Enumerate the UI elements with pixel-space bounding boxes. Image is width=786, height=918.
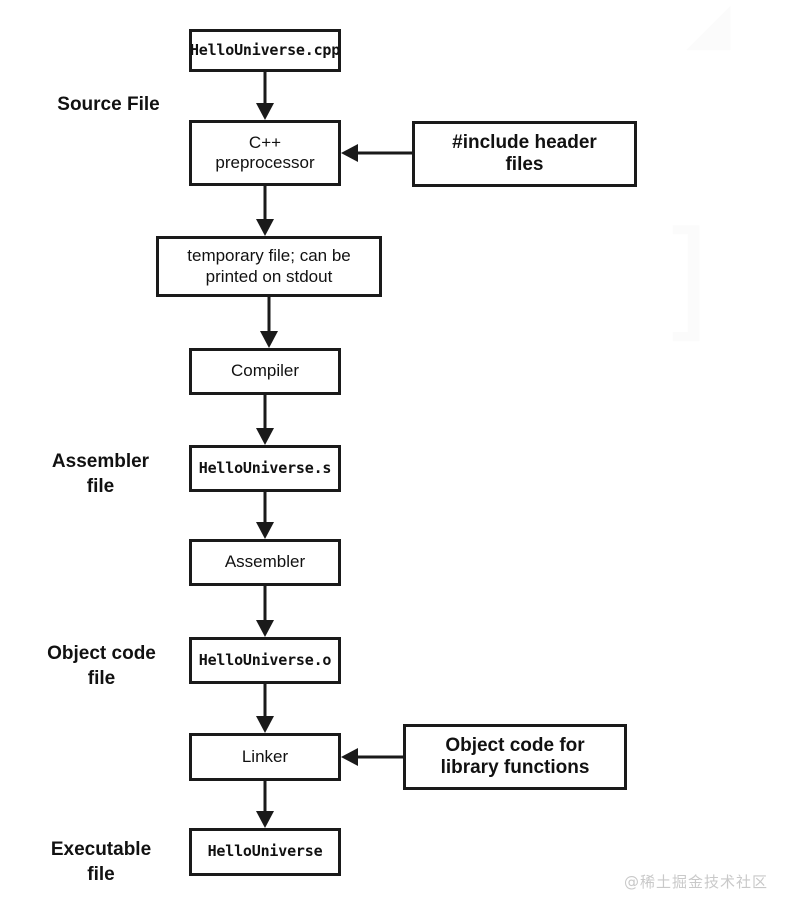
node-label: Compiler: [230, 361, 300, 381]
node-object-file[interactable]: HelloUniverse.o: [189, 637, 341, 684]
stage-label-source-file: Source File: [57, 94, 160, 115]
node-library-object-code[interactable]: Object code for library functions: [403, 724, 627, 790]
node-compiler[interactable]: Compiler: [189, 348, 341, 395]
node-label: temporary file; can be printed on stdout: [187, 246, 351, 286]
node-label: #include header files: [452, 131, 597, 175]
node-label: HelloUniverse: [207, 842, 323, 861]
node-include-header-files[interactable]: #include header files: [412, 121, 637, 187]
node-label: HelloUniverse.cpp: [189, 40, 341, 59]
node-label: Object code for library functions: [440, 734, 590, 778]
node-temporary-file[interactable]: temporary file; can be printed on stdout: [156, 236, 382, 297]
node-label: C++ preprocessor: [215, 132, 315, 172]
node-assembler[interactable]: Assembler: [189, 539, 341, 586]
node-label: HelloUniverse.s: [198, 458, 332, 477]
node-label: Assembler: [224, 552, 306, 572]
ghost-corner-mark: ◢: [686, 0, 731, 57]
stage-label-object-code-file: Object code file: [47, 643, 156, 689]
node-label: HelloUniverse.o: [198, 650, 332, 669]
node-executable-file[interactable]: HelloUniverse: [189, 828, 341, 876]
site-watermark: @稀土掘金技术社区: [624, 873, 769, 891]
node-assembly-file[interactable]: HelloUniverse.s: [189, 445, 341, 492]
node-cpp-preprocessor[interactable]: C++ preprocessor: [189, 120, 341, 186]
ghost-bracket-mark: ]: [660, 203, 711, 355]
node-linker[interactable]: Linker: [189, 733, 341, 781]
stage-label-executable-file: Executable file: [50, 839, 152, 885]
node-source-file[interactable]: HelloUniverse.cpp: [189, 29, 341, 72]
node-label: Linker: [241, 746, 289, 766]
stage-label-assembler-file: Assembler file: [51, 451, 150, 497]
